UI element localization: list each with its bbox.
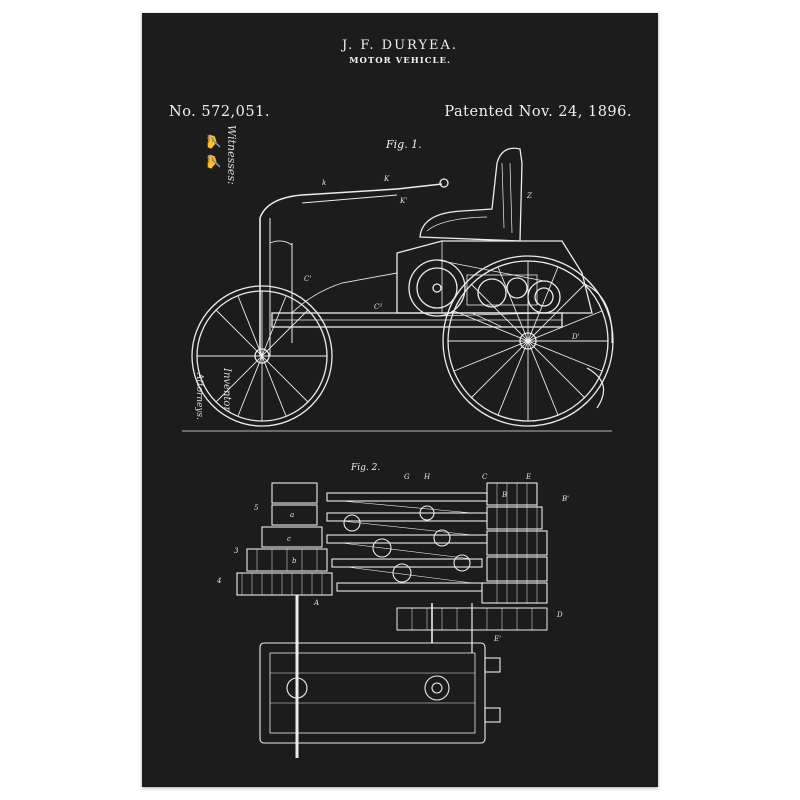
part-label: c [287, 535, 291, 543]
part-label: B [501, 491, 507, 499]
front-wheel [191, 285, 333, 427]
part-label: B' [561, 495, 569, 503]
part-label: D [556, 611, 563, 619]
inventor-name: J. F. DURYEA. [341, 38, 459, 53]
part-label: a [290, 511, 294, 519]
part-label: A [313, 599, 319, 607]
part-label: C² [374, 303, 382, 311]
seat [419, 147, 523, 242]
part-label: 4 [216, 577, 221, 585]
part-label: D' [571, 333, 580, 341]
patent-date: Patented Nov. 24, 1896. [444, 104, 632, 120]
part-label: E' [493, 635, 501, 643]
part-label: b [292, 557, 297, 565]
part-label: C' [304, 275, 311, 283]
engine-block [259, 642, 486, 744]
fig1-drawing: K k K' C' C² D' Z [182, 147, 614, 432]
part-label: E [525, 473, 531, 481]
patent-print: J. F. DURYEA. MOTOR VEHICLE. No. 572,051… [142, 13, 658, 787]
part-label: K [383, 175, 390, 183]
part-label: 5 [254, 504, 259, 512]
vehicle-body [396, 240, 593, 314]
fig2-drawing: a b c A B C D E E' B' G H 5 4 3 [216, 473, 569, 758]
patent-title: MOTOR VEHICLE. [349, 56, 451, 66]
part-label: Z [526, 192, 532, 200]
part-label: k [322, 179, 326, 187]
rear-wheel [442, 255, 614, 427]
part-label: K' [399, 197, 407, 205]
fig2-label: Fig. 2. [351, 463, 381, 473]
part-label: H [423, 473, 431, 481]
part-label: C [482, 473, 488, 481]
fig1-label: Fig. 1. [386, 138, 422, 151]
patent-number: No. 572,051. [169, 104, 270, 120]
part-label: G [404, 473, 410, 481]
part-label: 3 [234, 547, 239, 555]
